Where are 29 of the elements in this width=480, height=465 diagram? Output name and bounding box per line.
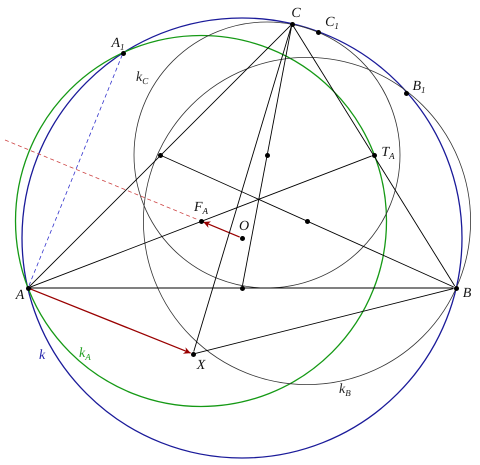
point-label: C$_{1}$	[324, 15, 340, 31]
line-segment	[242, 26, 292, 286]
point-label: F$_{A}$	[192, 200, 210, 216]
point-label: O	[238, 219, 250, 235]
line-segment	[28, 54, 122, 286]
arrow	[203, 221, 240, 238]
line-segment	[194, 288, 454, 354]
line-segment	[30, 155, 372, 288]
line-segment	[4, 140, 200, 220]
point-dot	[304, 218, 310, 224]
line-segment	[29, 25, 291, 287]
point-label: A	[14, 288, 26, 304]
line-segment	[162, 156, 454, 288]
curve-label: k$_{B}$	[339, 382, 351, 398]
curve-label: k	[39, 348, 46, 364]
point-dot	[264, 152, 270, 158]
point-label: A$_{1}$	[110, 36, 126, 52]
line-segment	[292, 26, 456, 286]
point-dot	[158, 152, 162, 158]
point-label: B$_{1}$	[411, 79, 427, 95]
point-label: C	[290, 6, 302, 22]
point-dot	[240, 286, 244, 290]
point-label: T$_{A}$	[380, 145, 396, 161]
curve-label: k$_{C}$	[136, 70, 148, 86]
arrow	[30, 288, 191, 354]
point-label: X	[195, 358, 207, 374]
point-label: B	[462, 286, 472, 302]
curve-label: k$_{A}$	[79, 346, 91, 362]
line-segment	[193, 26, 292, 352]
